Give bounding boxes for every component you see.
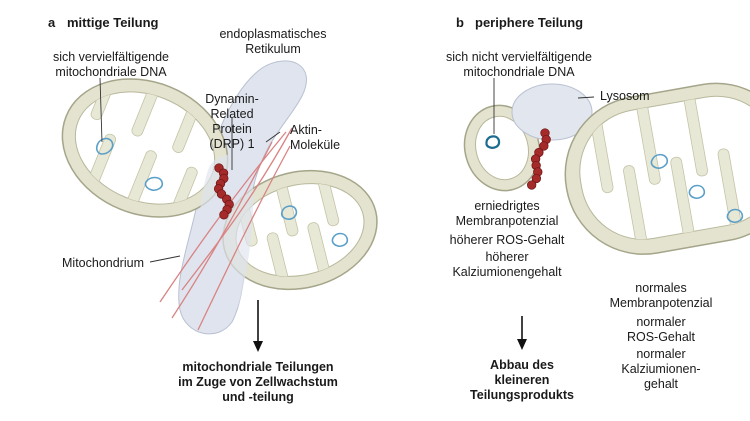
drp1-bead (531, 173, 542, 184)
drp1-bead (219, 210, 229, 220)
mtdna-a2 (144, 176, 164, 191)
result-b: Abbau des kleineren Teilungsprodukts (470, 358, 574, 402)
mtdna-b3 (726, 208, 744, 223)
large-ros: normaler ROS-Gehalt (626, 315, 696, 344)
label-mitochondrion: Mitochondrium (62, 256, 144, 270)
panel-a-letter: a (48, 15, 56, 30)
small-membrane-potential: erniedrigtes Membranpotenzial (455, 199, 559, 228)
leader-lines-b (493, 78, 595, 134)
er-front (187, 154, 254, 327)
mtdna-b1 (650, 153, 669, 169)
drp1-ring-a (213, 163, 234, 220)
lysosome (511, 83, 593, 141)
mtdna-a3 (280, 205, 298, 220)
label-er: endoplasmatisches Retikulum (219, 27, 327, 56)
small-ros: höherer ROS-Gehalt (449, 233, 565, 247)
panel-b-letter: b (456, 15, 464, 30)
panel-b-title: periphere Teilung (475, 15, 584, 30)
label-drp1: Dynamin- Related Protein (DRP) 1 (205, 92, 259, 151)
result-a: mitochondriale Teilungen im Zuge von Zel… (178, 360, 338, 404)
actin-filaments (159, 127, 293, 331)
drp1-bead (539, 141, 549, 151)
label-nonreplicating-mtdna: sich nicht vervielfältigende mitochondri… (446, 50, 592, 79)
drp1-ring-b (527, 128, 551, 190)
label-actin: Aktin- Moleküle (290, 123, 341, 152)
mtdna-a1 (95, 137, 114, 155)
large-calcium: normaler Kalziumionen- gehalt (621, 347, 701, 391)
label-lysosome: Lysosom (600, 89, 650, 103)
mtdna-b-small (485, 135, 501, 149)
large-membrane-potential: normales Membranpotenzial (609, 281, 713, 310)
mtdna-a4 (331, 232, 349, 247)
panel-a-title: mittige Teilung (67, 15, 159, 30)
label-replicating-mtdna: sich vervielfältigende mitochondriale DN… (52, 50, 170, 79)
small-calcium: höherer Kalziumionengehalt (452, 250, 562, 279)
drp1-bead (527, 180, 537, 190)
leader-lines-a (99, 77, 281, 263)
arrow-b (517, 316, 527, 350)
mtdna-b2 (688, 184, 706, 199)
arrow-a (253, 300, 263, 352)
